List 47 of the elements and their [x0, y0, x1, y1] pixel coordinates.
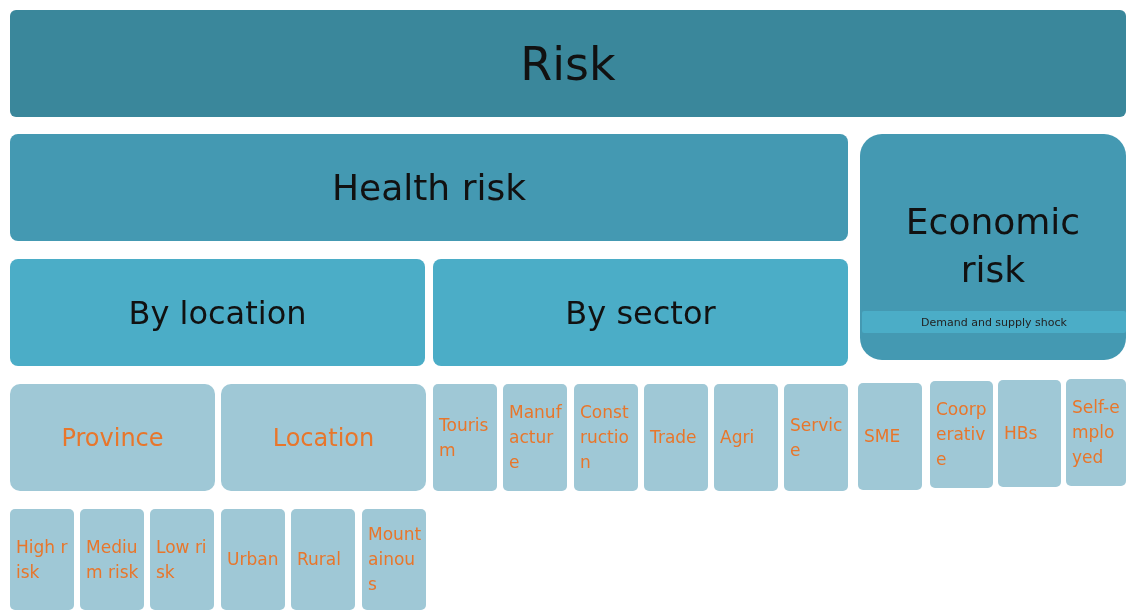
subcategory-box	[10, 259, 425, 366]
node-label: Coorperative	[936, 398, 988, 471]
node-label: High risk	[16, 535, 69, 584]
item-box	[221, 509, 285, 610]
node-label: Risk	[520, 36, 616, 91]
node-label: Location	[272, 423, 375, 452]
node-label: Agri	[720, 426, 755, 449]
item-box	[930, 381, 993, 488]
node-label: Province	[61, 423, 164, 452]
item-box	[714, 384, 778, 491]
node-label: Demand and supply shock	[921, 315, 1067, 329]
node-label: HBs	[1004, 422, 1038, 445]
item-box	[858, 383, 922, 490]
category-box	[860, 134, 1126, 360]
node-label: By location	[128, 293, 307, 332]
item-box	[10, 509, 74, 610]
item-box	[998, 380, 1061, 487]
node-label: Economic risk	[904, 200, 1082, 292]
node-label: Tourism	[439, 413, 490, 462]
node-label: Service	[790, 413, 844, 462]
item-box	[644, 384, 708, 491]
node-label: Urban	[227, 548, 279, 571]
node-label: Health risk	[331, 167, 527, 208]
item-box	[1066, 379, 1126, 486]
item-box	[80, 509, 144, 610]
node-label: Rural	[297, 548, 341, 571]
item-box	[574, 384, 638, 491]
item-box	[503, 384, 567, 491]
group-box	[221, 384, 426, 491]
item-box	[362, 509, 426, 610]
category-box	[10, 134, 848, 241]
group-box	[10, 384, 215, 491]
item-box	[784, 384, 848, 491]
node-label: By sector	[565, 293, 716, 332]
node-label: Low risk	[156, 535, 208, 584]
subcategory-box	[433, 259, 848, 366]
node-label: SME	[864, 425, 901, 448]
item-box	[433, 384, 497, 491]
node-label: Manufacture	[509, 401, 563, 474]
item-box	[150, 509, 214, 610]
node-label: Construction	[580, 401, 630, 474]
node-label: Trade	[650, 426, 697, 449]
item-box	[291, 509, 355, 610]
title-band	[10, 10, 1126, 117]
node-label: Self-employed	[1072, 396, 1121, 469]
node-label: Mountainous	[368, 523, 422, 596]
node-label: Medium risk	[86, 535, 140, 584]
